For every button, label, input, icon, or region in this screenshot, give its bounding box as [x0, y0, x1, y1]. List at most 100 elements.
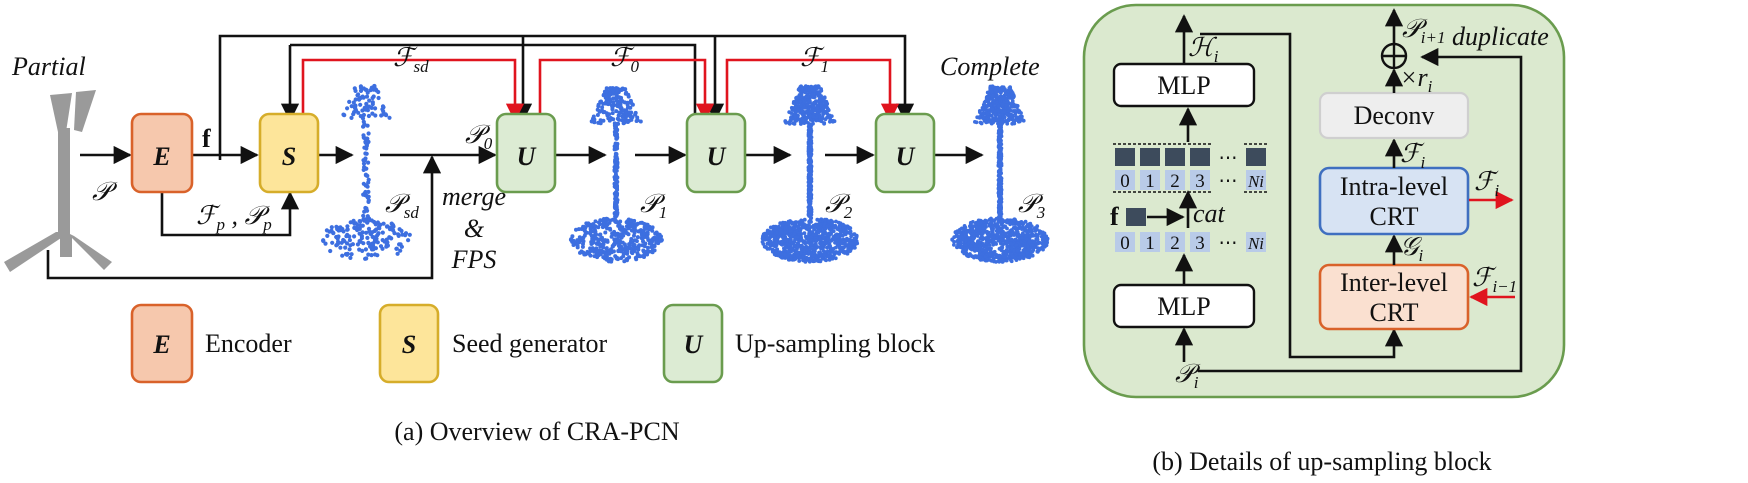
cloud-sd-point	[366, 139, 371, 144]
cloud-1-point	[618, 232, 623, 237]
cloud-2-point	[833, 256, 838, 261]
cloud-3-point	[1031, 246, 1036, 251]
cloud-2-point	[839, 230, 843, 234]
cloud-1-point	[604, 252, 609, 257]
point-cloud-1	[568, 86, 664, 264]
cloud-sd-point	[389, 236, 394, 241]
cloud-3-point	[988, 258, 992, 262]
cloud-3-point	[983, 248, 988, 253]
cloud-sd-point	[357, 239, 362, 244]
cloud-3-point	[983, 223, 988, 228]
cloud-sd-point	[341, 229, 346, 234]
cloud-2-point	[813, 258, 818, 263]
cloud-2-point	[812, 108, 817, 113]
cloud-sd-point	[361, 192, 366, 197]
cloud-1-point	[654, 230, 659, 235]
cloud-2-point	[779, 255, 784, 260]
cloud-1-point	[645, 235, 650, 240]
cloud-3-point	[1019, 251, 1024, 256]
cloud-3-point	[1019, 239, 1023, 244]
cloud-2-point	[806, 236, 811, 241]
cloud-3-point	[994, 216, 999, 221]
cloud-3-point	[997, 175, 1002, 180]
cloud-3-point	[1005, 119, 1010, 123]
cloud-2-point	[762, 231, 767, 236]
cloud-2-point	[822, 121, 827, 125]
cloud-1-point	[613, 233, 618, 237]
cloud-3-point	[953, 230, 958, 235]
cloud-2-point	[847, 248, 852, 253]
cloud-1-point	[619, 227, 624, 232]
cloud-3-point	[1042, 238, 1046, 242]
index-label: 3	[1195, 233, 1205, 254]
legend-seed-text: Seed generator	[452, 329, 608, 358]
cloud-sd-point	[388, 225, 393, 230]
cloud-1-point	[634, 119, 639, 123]
index-cell	[1115, 232, 1135, 252]
cloud-3-point	[998, 139, 1003, 144]
cloud-3-point	[970, 232, 975, 237]
cloud-sd-point	[380, 104, 386, 109]
cloud-1-point	[627, 255, 632, 260]
cloud-3-point	[1012, 218, 1016, 223]
cloud-1-point	[614, 95, 619, 100]
cloud-1-point	[610, 103, 614, 108]
cloud-3-point	[1035, 224, 1040, 229]
cloud-sd-point	[352, 86, 357, 91]
cloud-3-point	[1005, 112, 1009, 117]
cloud-1-point	[607, 118, 612, 123]
cloud-3-point	[1009, 233, 1013, 238]
cloud-1-point	[602, 217, 607, 222]
index-cell	[1165, 232, 1185, 252]
index-label: Ni	[1247, 234, 1264, 253]
cloud-3-point	[988, 248, 993, 253]
cloud-sd-point	[361, 213, 366, 218]
cloud-sd-point	[345, 227, 350, 232]
cloud-sd-point	[395, 251, 400, 256]
cloud-3-point	[1013, 225, 1018, 230]
cloud-2-point	[816, 99, 821, 104]
partial-cloud	[4, 90, 112, 272]
cloud-2-point	[807, 189, 811, 194]
cloud-2-point	[843, 230, 848, 235]
cloud-3-point	[991, 98, 996, 103]
cloud-sd-point	[349, 115, 354, 120]
cloud-2-point	[821, 112, 826, 116]
cloud-3-point	[992, 249, 997, 254]
cloud-sd-point	[351, 100, 356, 105]
cloud-2-point	[820, 115, 825, 119]
cloud-sd-point	[398, 248, 403, 253]
cloud-1-point	[590, 246, 595, 251]
cloud-2-point	[807, 156, 812, 160]
cloud-2-point	[818, 241, 822, 246]
cloud-2-point	[848, 226, 853, 231]
index-label: 1	[1145, 171, 1155, 192]
cloud-sd-point	[403, 231, 409, 236]
cloud-sd-point	[366, 252, 371, 257]
cloud-3-point	[1002, 254, 1007, 259]
cloud-2-point	[818, 259, 823, 264]
cloud-3-point	[963, 233, 967, 238]
cloud-2-point	[831, 254, 836, 258]
cloud-1-point	[612, 181, 617, 186]
cloud-3-point	[997, 194, 1002, 199]
cloud-1-point	[601, 118, 606, 123]
cloud-3-point	[984, 99, 988, 104]
cloud-sd-point	[360, 116, 366, 121]
cloud-3-point	[999, 246, 1003, 250]
p-i-duplicate-line	[1198, 47, 1523, 373]
feature-token	[1246, 148, 1266, 166]
cloud-1-point	[592, 117, 597, 122]
mlp-bottom-box	[1112, 283, 1256, 329]
cloud-2-point	[830, 220, 835, 224]
cloud-1-point	[589, 234, 594, 238]
cloud-3-point	[964, 238, 968, 243]
cloud-2-point	[839, 241, 844, 245]
cloud-2-point	[822, 253, 827, 258]
cloud-2-point	[809, 220, 813, 224]
cloud-3-point	[1013, 109, 1017, 113]
cloud-3-point	[1041, 230, 1045, 235]
cloud-1-point	[641, 235, 646, 240]
cloud-1-point	[624, 90, 629, 95]
cloud-2-point	[823, 257, 828, 262]
